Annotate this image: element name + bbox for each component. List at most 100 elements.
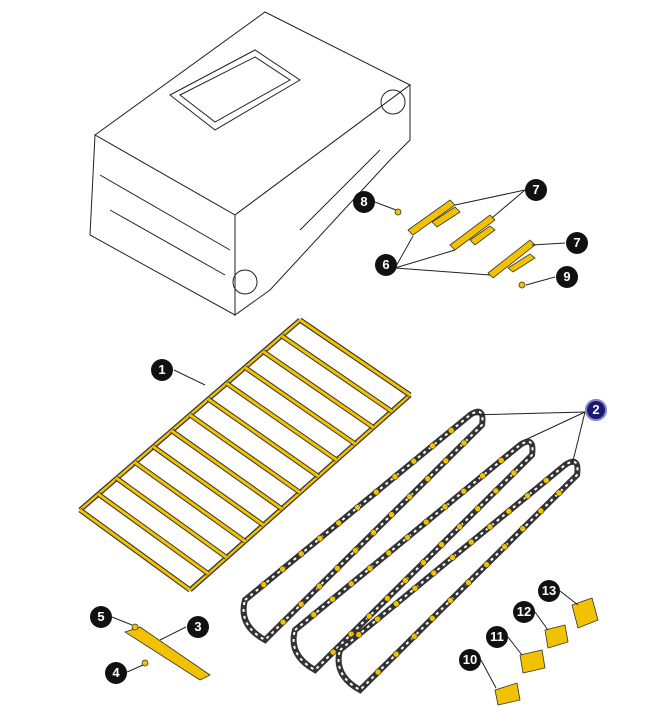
- chain-attachment: [410, 632, 418, 640]
- chain-attachment: [372, 488, 380, 496]
- callout-1[interactable]: 1: [151, 359, 173, 381]
- chain-attachment: [411, 585, 419, 592]
- chain-attachment: [310, 611, 318, 618]
- chain-attachment: [420, 559, 427, 566]
- chain-attachment: [483, 561, 490, 568]
- chain-attachment: [497, 457, 505, 464]
- chain-attachment: [442, 457, 450, 465]
- wear-strips: [374, 189, 566, 289]
- chain-attachment: [501, 543, 508, 550]
- chain-attachment: [486, 523, 494, 530]
- chain-attachment: [316, 535, 324, 542]
- frame-slat: [115, 477, 228, 559]
- chain-attachment: [438, 541, 445, 548]
- frame-slat: [280, 334, 393, 413]
- chain-attachment: [474, 505, 482, 513]
- chain-attachment: [329, 595, 336, 603]
- callout-6[interactable]: 6: [375, 254, 397, 276]
- frame-slat: [134, 461, 246, 543]
- chain-attachment: [404, 534, 411, 541]
- chain-attachment: [537, 507, 545, 515]
- chain-attachment: [355, 631, 363, 638]
- callout-13[interactable]: 13: [538, 580, 560, 602]
- conveyor-chains: [240, 408, 581, 694]
- frame-slat: [262, 350, 375, 429]
- frame-slat: [152, 445, 265, 527]
- chain-attachment: [492, 487, 500, 495]
- chain-attachment: [335, 519, 343, 527]
- chain-attachment: [402, 577, 409, 584]
- chain-attachment: [505, 507, 513, 515]
- chain-attachment: [519, 525, 527, 533]
- chain-attachment: [465, 579, 472, 586]
- callout-11[interactable]: 11: [486, 626, 508, 648]
- chain-attachment: [430, 569, 438, 577]
- chain-links: [242, 410, 484, 642]
- chain-loop: [335, 458, 581, 694]
- callout-7b[interactable]: 7: [566, 232, 588, 254]
- chain-attachment: [297, 550, 305, 558]
- chain-attachment: [447, 427, 455, 434]
- chain-attachment: [424, 475, 432, 483]
- callout-2-selected[interactable]: 2: [585, 399, 607, 421]
- chain-attachment: [365, 612, 373, 620]
- chain-attachment: [329, 648, 337, 656]
- chain-attachment: [297, 600, 305, 608]
- chain-attachment: [385, 549, 393, 557]
- callout-3[interactable]: 3: [187, 616, 209, 638]
- chain-links: [337, 460, 579, 692]
- chain-attachment: [392, 650, 400, 658]
- slat-hardware: [111, 616, 211, 681]
- chain-attachment: [447, 597, 454, 604]
- chain-attachment: [384, 595, 391, 602]
- chain-attachment: [479, 472, 486, 480]
- callout-10[interactable]: 10: [459, 649, 481, 671]
- chain-attachment: [260, 581, 268, 588]
- frame-slat: [244, 366, 356, 445]
- conveyor-frame: [78, 317, 412, 593]
- chain-attachment: [315, 582, 323, 590]
- chain-attachment: [374, 615, 381, 623]
- chain-attachment: [370, 529, 377, 536]
- chain-attachment: [510, 469, 518, 477]
- chain-attachment: [388, 511, 395, 518]
- callout-5[interactable]: 5: [90, 606, 112, 628]
- frame-slat: [225, 382, 338, 462]
- callout-9[interactable]: 9: [556, 266, 578, 288]
- frame-slat: [97, 492, 210, 575]
- chain-attachment: [279, 618, 287, 626]
- chain-attachment: [354, 504, 361, 511]
- chain-attachment: [429, 615, 436, 622]
- chain-attachment: [366, 565, 374, 572]
- chain-attachment: [334, 565, 341, 572]
- frame-slat: [189, 413, 301, 494]
- frame-slat: [79, 508, 191, 592]
- chain-loop: [240, 408, 486, 644]
- chain-attachment: [524, 492, 531, 500]
- chain-links: [292, 440, 534, 672]
- chain-attachment: [352, 547, 359, 554]
- callout-8[interactable]: 8: [353, 191, 375, 213]
- chain-attachment: [347, 580, 355, 588]
- frame-slat: [170, 429, 283, 510]
- chain-attachment: [542, 477, 550, 484]
- chain-links: [480, 590, 599, 706]
- chain-attachment: [392, 600, 400, 608]
- frame-slat: [207, 397, 320, 478]
- callout-12[interactable]: 12: [513, 601, 535, 623]
- chain-attachment: [279, 565, 286, 573]
- chain-attachment: [406, 493, 413, 500]
- chain-attachment: [460, 487, 468, 495]
- chain-attachment: [410, 457, 418, 465]
- callout-4[interactable]: 4: [105, 662, 127, 684]
- chain-attachment: [456, 523, 463, 530]
- chain-loop: [290, 438, 536, 674]
- callout-7a[interactable]: 7: [525, 179, 547, 201]
- chain-attachment: [460, 439, 468, 447]
- chain-attachment: [391, 473, 399, 480]
- hopper-housing: [89, 11, 411, 316]
- frame-slat: [299, 318, 411, 397]
- chain-attachment: [449, 554, 456, 561]
- chain-attachment: [429, 442, 436, 450]
